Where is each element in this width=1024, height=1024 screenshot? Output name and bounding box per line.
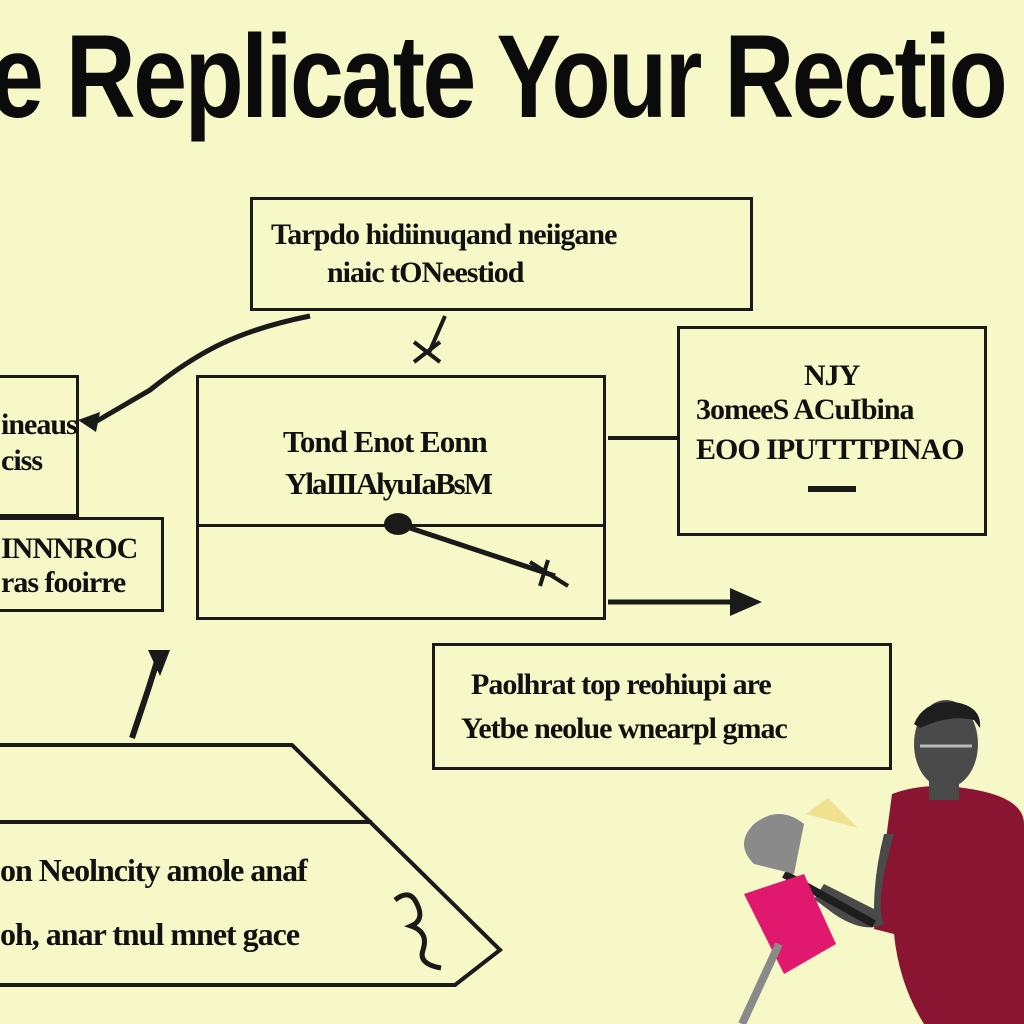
left-lower-box: INNNROC ras fooirre	[0, 517, 164, 612]
title-prefix: e	[0, 11, 44, 143]
cross-mark-top	[412, 340, 442, 364]
prop-cup	[744, 874, 836, 974]
title-text: Replicate Your Rectio	[65, 11, 1008, 143]
presenter-shirt	[874, 786, 1024, 1024]
center-box-divider	[199, 524, 603, 527]
top-box-line2: niaic tONeestiod	[327, 256, 524, 289]
bottom-banner-line2: oh, anar tnul mnet gace	[0, 916, 300, 952]
bottom-banner-shape	[0, 743, 504, 987]
presenter-hair	[914, 701, 981, 728]
squiggle-mark	[393, 892, 442, 971]
presenter-figure	[738, 700, 1024, 1024]
right-box-line3: EOO IPUTTTPINAO	[696, 433, 965, 466]
lower-right-box: Paolhrat top reohiupi are Yetbe neolue w…	[432, 643, 892, 770]
right-box: NJY 3omeeS ACuIbina EOO IPUTTTPINAO	[677, 326, 987, 536]
left-lower-line1: INNNROC	[1, 532, 138, 565]
lower-right-line2: Yetbe neolue wnearpl gmac	[461, 712, 788, 745]
cross-mark-center	[528, 559, 570, 588]
center-box: Tond Enot Eonn YlaIIIAlyuIaBsM	[196, 375, 606, 620]
brush-tip	[148, 650, 170, 676]
connector-top-to-left	[88, 313, 311, 428]
prop-stick	[738, 942, 783, 1024]
prop-handle	[744, 814, 804, 874]
arrowhead-left	[78, 412, 100, 432]
bottom-banner-line1: on Neolncity amole anaf	[0, 852, 308, 888]
left-upper-line2: ciss	[1, 444, 43, 477]
prop-cone	[806, 798, 858, 828]
left-upper-line1: ineaus	[1, 408, 78, 441]
lower-right-line1: Paolhrat top reohiupi are	[471, 668, 772, 701]
arrow-center-inner	[397, 521, 556, 579]
center-box-line1: Tond Enot Eonn	[283, 424, 488, 459]
right-box-line2: 3omeeS ACuIbina	[696, 393, 915, 426]
center-box-line2: YlaIIIAlyuIaBsM	[285, 466, 493, 501]
left-lower-line2: ras fooirre	[1, 566, 126, 599]
top-box-line1: Tarpdo hidiinuqand neiigane	[271, 218, 617, 251]
arrowhead-right	[730, 588, 762, 616]
right-box-line1: NJY	[804, 359, 860, 392]
left-upper-box: ineaus ciss	[0, 375, 79, 517]
page-title: e Replicate Your Rectio	[0, 18, 1008, 136]
top-box: Tarpdo hidiinuqand neiigane niaic tONees…	[250, 197, 753, 311]
